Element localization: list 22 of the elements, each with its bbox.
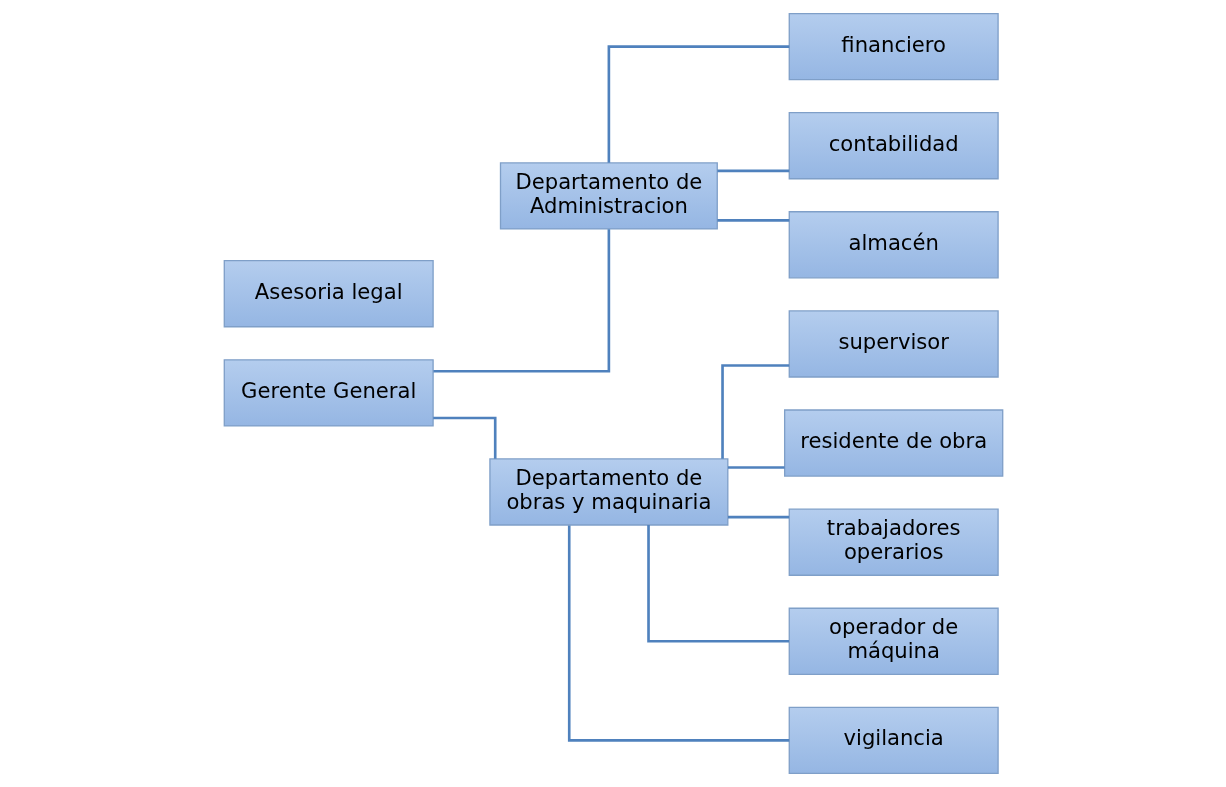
node-box: residente de obra xyxy=(783,409,1003,477)
connector xyxy=(607,45,789,163)
connector xyxy=(720,364,789,459)
node-box: almacén xyxy=(788,211,999,279)
node-box: operador de máquina xyxy=(788,607,999,675)
node-box: Departamento de Administracion xyxy=(499,162,718,230)
node-box: supervisor xyxy=(788,310,999,378)
node-box: contabilidad xyxy=(788,112,999,180)
connector xyxy=(432,229,610,373)
node-box: vigilancia xyxy=(788,706,999,775)
connector xyxy=(716,169,789,173)
connector xyxy=(716,219,789,222)
connector xyxy=(432,416,497,459)
node-box: Gerente General xyxy=(223,359,434,427)
node-box: Departamento de obras y maquinaria xyxy=(488,458,728,526)
connector xyxy=(567,525,789,742)
node-box: Asesoria legal xyxy=(223,260,434,328)
connector xyxy=(646,525,789,643)
connector xyxy=(727,515,789,519)
connector xyxy=(727,466,785,469)
node-box: trabajadores operarios xyxy=(788,508,999,576)
node-box: financiero xyxy=(788,12,999,81)
